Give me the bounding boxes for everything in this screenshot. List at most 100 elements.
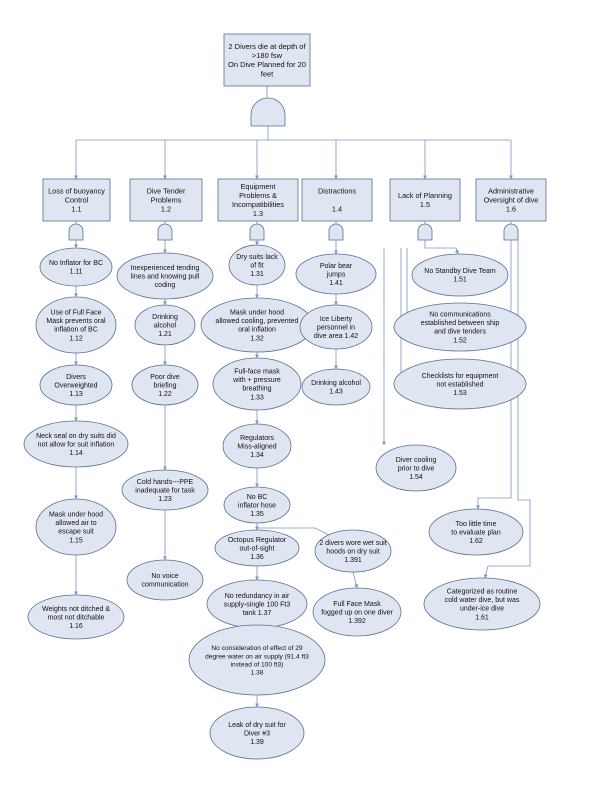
event-28-line-1: Checklists for equipment	[422, 373, 499, 380]
event-6-line-3: 1.16	[69, 623, 83, 630]
event-15-line-3: 1.34	[250, 452, 264, 459]
event-13-line-1: Mask under hood	[230, 310, 284, 317]
event-24-line-1: Ice Liberty	[320, 316, 353, 323]
category-1-line-3: 1.1	[71, 205, 81, 214]
event-22-line-1: Full Face Mask	[333, 601, 381, 608]
category-gate-2	[157, 223, 173, 241]
event-10-line-2: inadequate for task	[135, 487, 195, 494]
event-19-line-4: 1.38	[251, 669, 264, 676]
category-6-line-3: 1.6	[506, 205, 516, 214]
event-15-line-1: Regulators	[240, 435, 274, 442]
event-1-line-2: 1.11	[69, 269, 82, 276]
event-23-line-1: Polar bear	[320, 263, 353, 270]
event-24-line-2: personnel in	[317, 324, 355, 331]
top-and-gate	[250, 97, 286, 127]
event-16-line-1: No BC	[247, 494, 268, 501]
event-20-line-1: Leak of dry suit for	[228, 722, 286, 729]
category-gate-5	[417, 223, 433, 241]
event-31-line-1: Categorized as routine	[447, 589, 518, 596]
event-22-line-3: 1.392	[348, 618, 366, 625]
event-13-line-4: 1.32	[250, 335, 264, 342]
event-ellipse-6: Weights not ditched &most not ditchable1…	[27, 594, 125, 640]
event-14-line-4: 1.33	[250, 394, 264, 401]
event-23-line-3: 1.41	[329, 280, 343, 287]
event-14-line-3: breathing	[242, 386, 271, 393]
category-3-line-4: 1.3	[253, 209, 263, 218]
event-15-line-2: Miss-aligned	[237, 443, 276, 450]
event-16-line-2: inflator hose	[238, 502, 276, 509]
event-3-line-1: Divers	[66, 374, 86, 381]
event-25-line-1: Drinking alcohol	[311, 380, 361, 387]
event-31-line-2: cold water dive, but was	[445, 597, 520, 604]
event-11-line-2: communication	[141, 582, 188, 589]
event-25-line-2: 1.43	[329, 389, 343, 396]
category-5-line-2: 1.5	[420, 200, 430, 209]
event-29-line-3: 1.54	[409, 474, 423, 481]
event-27-line-3: and dive tenders	[434, 329, 486, 336]
event-ellipse-18: No redundancy in air supply-single 100 Ft…	[206, 579, 308, 629]
event-10-line-3: 1.23	[158, 496, 172, 503]
category-2-line-1: Dive Tender	[147, 187, 186, 196]
category-gate-6	[503, 223, 519, 241]
event-18-line-2: supply-single 100 Ft3	[224, 602, 291, 609]
event-31-line-4: 1.61	[475, 614, 489, 621]
top-event-line-3: On Dive Planned for 20	[228, 60, 306, 69]
event-2-line-1: Use of Full Face	[51, 310, 102, 317]
event-7-line-1: Inexperienced tending	[131, 265, 200, 272]
connector-1392	[352, 571, 359, 589]
event-26-line-2: 1.51	[453, 277, 467, 284]
event-10-line-1: Cold hands---PPE	[137, 479, 194, 486]
category-3-line-1: Equipment	[241, 182, 276, 191]
event-5-line-3: escape suit	[58, 529, 93, 536]
event-13-line-3: oral inflation	[238, 327, 276, 334]
event-30-line-3: 1.62	[469, 538, 483, 545]
event-5-line-4: 1.15	[69, 537, 83, 544]
category-2-line-2: Problems	[151, 196, 182, 205]
event-2-line-2: Mask prevents oral	[46, 318, 106, 325]
top-event-line-1: 2 Divers die at depth of	[228, 42, 306, 51]
connector-branch-1391	[256, 523, 336, 539]
event-13-line-2: allowed cooling, prevented	[216, 318, 299, 325]
event-4-line-2: not allow for suit inflation	[38, 441, 115, 448]
event-27-line-2: established between ship	[421, 320, 500, 327]
event-12-line-2: of fit	[250, 262, 263, 269]
event-21-line-3: 1.391	[344, 557, 362, 564]
event-11-line-1: No voice	[151, 573, 178, 580]
event-30-line-1: Too little time	[456, 521, 497, 528]
event-23-line-2: jumps	[326, 271, 346, 278]
category-3-line-2: Problems &	[239, 191, 277, 200]
event-20-line-2: Diver #3	[244, 731, 270, 738]
event-19-line-3: instead of 100 ft3)	[231, 661, 284, 668]
event-1-line-1: No Inflator for BC	[49, 260, 103, 267]
event-9-line-3: 1.22	[158, 391, 172, 398]
event-18-line-1: No redundancy in air	[225, 593, 290, 600]
event-29-line-2: prior to dive	[398, 465, 435, 472]
event-12-line-1: Dry suits lack	[236, 254, 278, 261]
event-12-line-3: 1.31	[250, 271, 264, 278]
event-17-line-2: out-of-sight	[239, 546, 274, 553]
event-19-line-2: degree water on air supply (91.4 ft3	[205, 653, 309, 660]
